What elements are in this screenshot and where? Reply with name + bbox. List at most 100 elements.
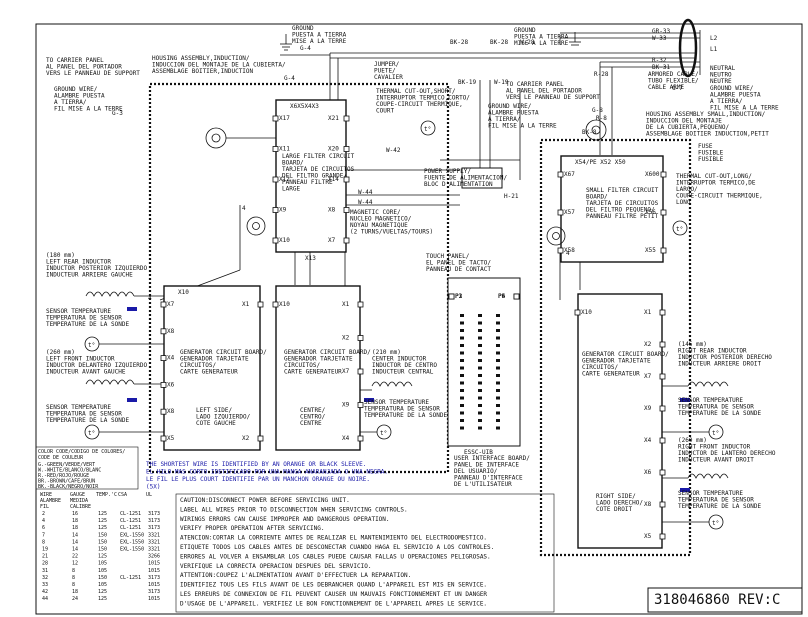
svg-text:t°: t° <box>676 226 683 233</box>
label-g7: G-7 <box>672 85 683 92</box>
wire-table-cell: 19 <box>42 547 48 553</box>
thermal-short-symbol: t° <box>420 120 436 136</box>
label-ground-top: MISE A LA TERRE <box>292 38 347 45</box>
large-filter-pin: X20 <box>328 146 339 153</box>
gen-right-pin-box <box>659 341 666 348</box>
ui-pin-dot <box>478 344 482 347</box>
small-filter-pin: X56 <box>645 209 656 216</box>
wire-table-cell: 3266 <box>148 554 160 560</box>
touch-panel-pin: P4 <box>498 293 506 300</box>
gen-left-pin: X1 <box>242 301 250 308</box>
wire-table-cell: 105 <box>98 561 107 567</box>
wire-table-cell: 125 <box>98 525 107 531</box>
ui-pin-dot <box>496 344 500 347</box>
gen-left-pin: X2 <box>242 435 250 442</box>
label-right-rear: INDUCTEUR ARRIERE DROIT <box>678 361 761 368</box>
ui-pin-dot <box>460 321 464 325</box>
gen-left-top-pins: X10 <box>178 289 189 296</box>
label-jumper: JUMPER/ <box>374 61 400 68</box>
color-code-item: G.-GREEN/VERDE/VERT <box>38 462 95 468</box>
wire-table-cell: 28 <box>42 561 48 567</box>
wire-table-cell: 44 <box>42 596 48 602</box>
ui-pin-dot <box>460 396 464 400</box>
touch-panel-pin-box <box>448 293 455 300</box>
gen-center-pin-box <box>357 368 364 375</box>
label-sensor4: TEMPERATURE DE LA SONDE <box>678 410 761 417</box>
label-large-filter: DEL FILTRO GRANDE/ <box>282 173 347 180</box>
ui-pin-dot <box>496 396 500 400</box>
label-h21: H-21 <box>504 193 519 200</box>
wire-table-cell: 125 <box>98 511 107 517</box>
wire-table-cell: 105 <box>98 582 107 588</box>
label-large-filter: LARGE <box>282 186 300 193</box>
large-filter-pin-box <box>343 237 350 244</box>
large-filter-pin-box <box>272 146 279 152</box>
svg-text:t°: t° <box>380 430 387 437</box>
label-gen-center: GENERADOR TARJETATE <box>284 356 353 363</box>
wire-table-cell: 150 <box>98 547 107 553</box>
label-small-filter: SMALL FILTER CIRCUIT <box>586 187 659 194</box>
wire-table-cell: 16 <box>72 511 78 517</box>
large-filter-pin-box <box>272 237 279 244</box>
part-number: 318046860 REV:C <box>654 592 781 608</box>
wire-table-cell: 105 <box>98 568 107 574</box>
label-housing-small: DE LA CUBIERTA,PEQUENO/ <box>646 124 729 131</box>
label-housing-small: HOUSING ASSEMBLY SMALL,INDUCTION/ <box>646 111 766 118</box>
small-filter-pin-box <box>557 171 564 178</box>
label-gen-center: GENERATOR CIRCUIT BOARD/ <box>284 349 371 356</box>
wire-table-cell: 6 <box>42 525 45 531</box>
gen-right-pin-box <box>659 309 666 316</box>
wire-table-subheader: ALAMBRE <box>40 498 61 504</box>
wire-table-cell: 3173 <box>148 518 160 524</box>
ui-pin-dot <box>460 329 464 332</box>
wire-table-cell: 3173 <box>148 511 160 517</box>
label-thermal-long: COUPE-CIRCUIT THERMIQUE, <box>676 193 763 200</box>
gen-right-pin-box <box>659 469 666 476</box>
label-fuse: FUSIBLE <box>698 156 724 163</box>
label-w42: W-42 <box>386 147 401 154</box>
wire-table-cell: 1015 <box>148 582 160 588</box>
label-ground-right2: GROUND WIRE/ <box>710 85 754 92</box>
wire-table-cell: CL-1251 <box>120 511 141 517</box>
ui-pin-dot <box>496 321 500 325</box>
small-filter-pin-box <box>660 209 667 216</box>
inductor-right-front <box>662 473 729 479</box>
label-magnetic-core: MAGNETIC CORE/ <box>350 209 401 216</box>
label-power-supply: BLOC D'ALIMENTATION <box>424 181 493 188</box>
label-gen-left: GENERADOR TARJETATE <box>180 356 249 363</box>
label-power-supply: POWER SUPPLY/ <box>424 168 471 175</box>
label-ui-board: PANNEAU D'INTERFACE <box>454 475 523 482</box>
caution-line: CAUTION:DISCONNECT POWER BEFORE SERVICIN… <box>180 497 350 504</box>
wire-table-subheader: FIL <box>40 504 49 510</box>
wire-table-cell: 32 <box>42 575 48 581</box>
label-ground-left: A TIERRA/ <box>54 99 87 106</box>
label-g8: G-8 <box>592 107 603 114</box>
label-thermal-long: LONG <box>676 199 691 206</box>
wire-table-cell: 1015 <box>148 568 160 574</box>
wire-table-cell: 3173 <box>148 525 160 531</box>
label-jumper: PUETE/ <box>374 68 396 75</box>
label-neutral: NEUTRO <box>710 72 732 79</box>
label-jumper: CAVALIER <box>374 74 403 81</box>
touch-panel-pin: P2 <box>455 293 463 300</box>
label-carrier-mid: TO CARRIER PANEL <box>506 81 564 88</box>
ui-pin-dot <box>460 426 464 430</box>
label-carrier-left: VERS LE PANNEAU DE SUPPORT <box>46 70 140 77</box>
small-filter-pin: X55 <box>645 247 656 254</box>
wire-table-cell: 3321 <box>148 547 160 553</box>
sleeve-marker <box>680 488 690 492</box>
caution-line: ATENCION:CORTAR LA CORRIENTE ANTES DE RE… <box>180 535 487 542</box>
wire-table-cell: 8 <box>42 539 45 545</box>
label-ground-mid: A TIERRA/ <box>488 116 521 123</box>
large-filter-pin-box <box>272 115 279 122</box>
label-thermal-long: LARGO/ <box>676 186 698 193</box>
label-touch-panel: EL PANEL DE TACTO/ <box>426 260 491 267</box>
color-code-item: W.-WHITE/BLANCO/BLANC <box>38 468 101 474</box>
small-filter-pin-box <box>557 209 564 216</box>
sleeve-marker <box>127 398 137 402</box>
label-left-front: LEFT FRONT INDUCTOR <box>46 356 115 363</box>
ground-symbol-right <box>569 32 581 46</box>
label-bk28b: BK-28 <box>490 39 508 46</box>
label-housing-small: ASSEMBLAGE BOITIER INDUCTION,PETIT <box>646 131 769 138</box>
gen-right-pin: X4 <box>644 437 652 444</box>
